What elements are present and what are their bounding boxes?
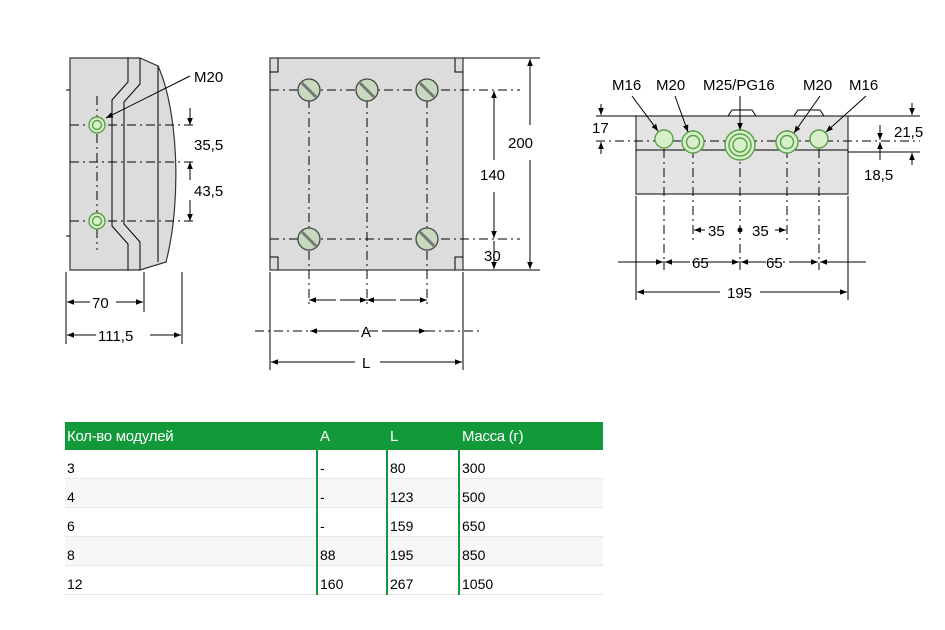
- front-screw-top-left: [297, 78, 321, 102]
- dim-35-5: 35,5: [194, 137, 223, 154]
- dim-A: A: [361, 324, 371, 341]
- front-view: 200 140 30 A L: [255, 57, 540, 372]
- dim-18-5: 18,5: [864, 167, 893, 184]
- table-row: 12 160 267 1050: [65, 565, 603, 595]
- cell-l: 267: [386, 565, 459, 595]
- thread-label-5: M16: [849, 77, 878, 94]
- m20-leader: [105, 75, 191, 119]
- cell-mass: 300: [458, 450, 603, 479]
- table-row: 3 - 80 300: [65, 450, 603, 479]
- table-row: 4 - 123 500: [65, 478, 603, 508]
- cell-modules: 8: [65, 536, 317, 566]
- dim-17: 17: [592, 120, 609, 137]
- dim-21-5: 21,5: [894, 124, 923, 141]
- thread-label-1: M16: [612, 77, 641, 94]
- cell-l: 195: [386, 536, 459, 566]
- thread-label-3: M25/PG16: [703, 77, 775, 94]
- dim-35-right: 35: [752, 223, 769, 240]
- table-row: 8 88 195 850: [65, 536, 603, 566]
- dim-65-right: 65: [766, 255, 783, 272]
- dim-70: 70: [92, 295, 109, 312]
- dim-43-5: 43,5: [194, 183, 223, 200]
- dim-L: L: [362, 355, 370, 372]
- side-view-front-edge: [111, 58, 129, 270]
- cell-mass: 650: [458, 507, 603, 537]
- thread-label-4: M20: [803, 77, 832, 94]
- dim-200: 200: [508, 135, 533, 152]
- spec-table: Кол-во модулей A L Масса (г) 3 - 80 300 …: [65, 422, 603, 595]
- table-header-row: Кол-во модулей A L Масса (г): [65, 422, 603, 450]
- cell-l: 123: [386, 478, 459, 508]
- dim-195: 195: [727, 285, 752, 302]
- dim-111-5: 111,5: [98, 328, 133, 345]
- cell-a: 160: [316, 565, 387, 595]
- entry-m16-right: [809, 129, 829, 149]
- cell-a: -: [316, 478, 387, 508]
- cell-l: 159: [386, 507, 459, 537]
- header-l: L: [386, 422, 459, 450]
- cell-mass: 850: [458, 536, 603, 566]
- front-screw-bottom-right: [415, 227, 439, 251]
- cell-mass: 1050: [458, 565, 603, 595]
- dim-35-left: 35: [708, 223, 725, 240]
- side-view-front-edge-2: [123, 58, 141, 270]
- header-mass: Масса (г): [458, 422, 603, 450]
- front-screw-top-mid: [355, 78, 379, 102]
- header-modules: Кол-во модулей: [65, 422, 317, 450]
- front-screw-bottom-left: [297, 227, 321, 251]
- cell-l: 80: [386, 450, 459, 479]
- cell-mass: 500: [458, 478, 603, 508]
- cell-modules: 6: [65, 507, 317, 537]
- thread-label-2: M20: [656, 77, 685, 94]
- side-view: M20 35,5 43,5 70 111,5: [65, 57, 223, 345]
- header-a: A: [316, 422, 387, 450]
- side-thread-label: M20: [194, 69, 223, 86]
- cell-modules: 3: [65, 450, 317, 479]
- top-view: M16 M20 M25/PG16 M20 M16 17 21,5 18,5 35…: [592, 77, 923, 302]
- cell-a: 88: [316, 536, 387, 566]
- dim-65-left: 65: [692, 255, 709, 272]
- front-screw-top-right: [415, 78, 439, 102]
- cell-modules: 12: [65, 565, 317, 595]
- dim-140: 140: [480, 167, 505, 184]
- table-row: 6 - 159 650: [65, 507, 603, 537]
- cell-a: -: [316, 450, 387, 479]
- cell-a: -: [316, 507, 387, 537]
- dim-30: 30: [484, 248, 501, 265]
- cell-modules: 4: [65, 478, 317, 508]
- entry-m16-left: [654, 129, 674, 149]
